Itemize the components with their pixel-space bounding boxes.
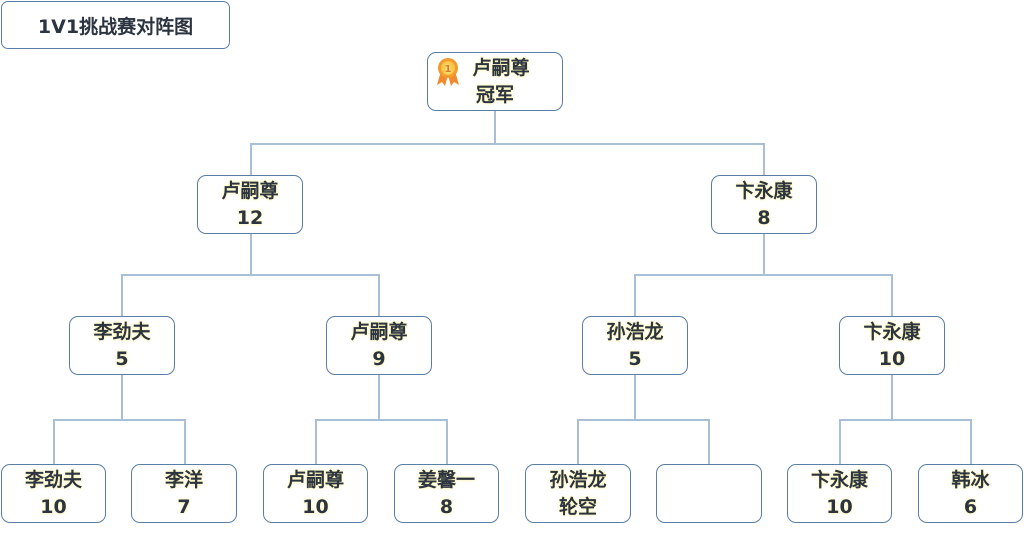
- match-node: 卞永康 8: [711, 175, 817, 234]
- player-name: 卞永康: [735, 179, 793, 202]
- player-score: 10: [878, 347, 906, 370]
- player-score: 8: [757, 206, 771, 229]
- match-node: 卢嗣尊 12: [197, 175, 303, 234]
- player-name: 李洋: [164, 468, 203, 491]
- player-name: 卢嗣尊: [286, 468, 344, 491]
- player-name: 姜馨一: [417, 468, 475, 491]
- champion-node: 1 卢嗣尊 冠军: [427, 52, 563, 111]
- player-name: 孙浩龙: [606, 320, 664, 343]
- player-score: 9: [372, 347, 386, 370]
- player-score: 10: [40, 495, 67, 518]
- svg-text:1: 1: [445, 64, 452, 75]
- match-node: 李洋 7: [131, 464, 237, 523]
- medal-icon: 1: [437, 58, 459, 86]
- player-score: 6: [963, 495, 978, 518]
- player-name: 李劲夫: [24, 468, 82, 491]
- match-node: 孙浩龙 轮空: [525, 464, 631, 523]
- player-score: 12: [236, 206, 264, 229]
- match-node: 卞永康 10: [839, 316, 945, 375]
- empty-match-node: [656, 464, 762, 523]
- player-name: 卞永康: [863, 320, 921, 343]
- player-score: 5: [628, 347, 642, 370]
- player-score: 轮空: [558, 495, 597, 518]
- player-name: 卞永康: [810, 468, 868, 491]
- player-score: 5: [115, 347, 129, 370]
- champion-label: 冠军: [475, 83, 514, 106]
- player-name: 李劲夫: [93, 320, 151, 343]
- champion-name: 卢嗣尊: [472, 56, 530, 79]
- match-node: 卞永康 10: [787, 464, 892, 523]
- player-name: 卢嗣尊: [221, 179, 279, 202]
- player-name: 韩冰: [951, 468, 990, 491]
- match-node: 姜馨一 8: [394, 464, 499, 523]
- match-node: 韩冰 6: [918, 464, 1023, 523]
- player-score: 7: [177, 495, 191, 518]
- player-score: 10: [826, 495, 853, 518]
- player-name: 孙浩龙: [549, 468, 607, 491]
- bracket-title: 1V1挑战赛对阵图: [1, 1, 230, 49]
- match-node: 李劲夫 5: [69, 316, 175, 375]
- match-node: 李劲夫 10: [1, 464, 106, 523]
- player-score: 8: [439, 495, 454, 518]
- match-node: 卢嗣尊 10: [263, 464, 368, 523]
- player-name: 卢嗣尊: [350, 320, 408, 343]
- match-node: 卢嗣尊 9: [326, 316, 432, 375]
- match-node: 孙浩龙 5: [582, 316, 688, 375]
- player-score: 10: [302, 495, 329, 518]
